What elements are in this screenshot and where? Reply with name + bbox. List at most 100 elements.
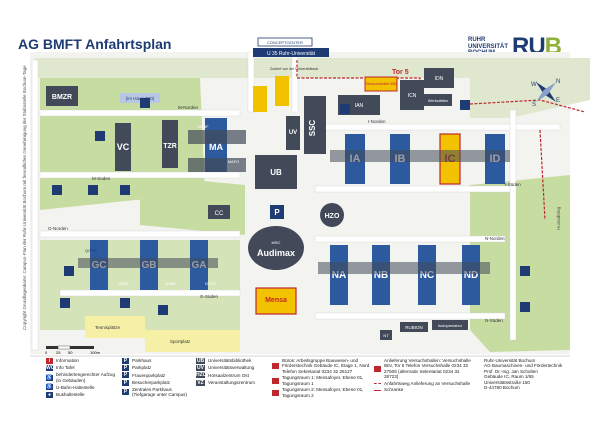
msc-label: MSC [272, 240, 281, 245]
parking-garage-north-2[interactable] [275, 76, 289, 106]
right-street-label: Hustadtring [556, 206, 561, 230]
building-uv[interactable] [286, 116, 300, 150]
building-nc[interactable] [418, 245, 436, 305]
parking-markers[interactable] [52, 98, 530, 315]
building-isotopenlabor-label: Isotopenlabor [438, 323, 463, 328]
building-n-connector [318, 262, 490, 274]
green-area-center [140, 175, 245, 235]
building-icn-label: ICN [408, 93, 417, 99]
building-vc[interactable] [115, 123, 131, 171]
legend-address: Ruhr-Universität Bochum AG Baumaschinen-… [484, 358, 563, 391]
meeting-room-2-icon [272, 389, 279, 396]
logo-line: UNIVERSITÄT [468, 43, 509, 50]
building-ub-label: UB [270, 168, 282, 177]
building-audimax-label: Audimax [257, 248, 295, 258]
parking-icon: P [274, 208, 280, 217]
parking-garage-north[interactable] [253, 86, 267, 112]
info-board-icon: WC [46, 365, 55, 372]
building-nt-label: NT [383, 333, 389, 338]
building-na[interactable] [330, 245, 348, 305]
compass-rose: N S W E [531, 79, 560, 108]
page-title: AG BMFT Anfahrtsplan [18, 36, 172, 52]
street-m-sueden: M-Süden [92, 176, 111, 181]
building-ma-wing-south [188, 158, 246, 172]
svg-text:0: 0 [45, 350, 48, 355]
street-i-sueden: I-Süden [505, 182, 521, 187]
versuchshalle-label: Versuchshalle IBN [365, 82, 396, 86]
building-audimax[interactable] [248, 226, 304, 270]
building-versuchshalle[interactable] [364, 76, 398, 92]
central-parking-icon: P [122, 389, 129, 396]
mabf-label: MABF [198, 125, 209, 129]
street-i-norden: I-Norden [368, 119, 386, 124]
tennis-label: Tennisplätze [95, 325, 121, 330]
building-ub[interactable] [255, 155, 297, 189]
women-parking-icon: P [122, 372, 129, 379]
meeting-room-1-icon [272, 377, 279, 384]
building-tzr[interactable] [162, 120, 178, 168]
legend-item: Schranke [374, 387, 474, 392]
qcfw-label: QCFW [85, 248, 97, 253]
building-ma-wing [188, 130, 246, 144]
ubahn-icon: ♿ [46, 384, 53, 391]
ubahn-top-brand [257, 37, 313, 47]
tor5-label: Tor 5 [392, 69, 409, 76]
building-isotopenlabor[interactable] [432, 320, 468, 330]
street-labels: M-Norden M-Süden I-Norden I-Süden G-Nord… [48, 67, 521, 344]
building-mensa-label: Mensa [265, 297, 287, 304]
building-g-connector [78, 258, 218, 268]
delivery-route-east [539, 129, 546, 221]
building-ssc[interactable] [304, 96, 326, 154]
building-idn[interactable] [424, 68, 454, 88]
svg-text:50: 50 [68, 350, 73, 355]
delivery-route-icon [374, 383, 381, 385]
building-nd[interactable] [462, 245, 480, 305]
building-nc-label: NC [420, 270, 434, 281]
legend-item: Tagungsraum 2: Mensafoyer, Ebene 01, Tag… [272, 387, 370, 398]
gabf-label: GABF [165, 281, 176, 286]
legend-col-4: Büros: Arbeitsgruppe Bauwesen- und Förde… [272, 358, 370, 399]
building-cc[interactable] [208, 205, 230, 219]
building-icn[interactable] [400, 80, 424, 110]
building-bmzr-label: BMZR [52, 94, 72, 101]
legend-col-5: Anlieferung Versuchshallen: Versuchshall… [374, 358, 474, 394]
legend-item: ♿U-Bahn-Haltestelle [46, 384, 95, 391]
visitor-parking-icon: P [122, 379, 129, 386]
info-icon: i [46, 358, 53, 364]
parking-icon: P [122, 365, 129, 372]
compass-w: W [531, 82, 537, 88]
legend-item: ♿behindertengerechter Aufzug (in Gebäude… [46, 372, 115, 383]
sport-label: Sportplatz [170, 339, 191, 344]
delivery-hall-icon [374, 365, 381, 372]
building-rubion[interactable] [400, 322, 428, 332]
building-bmzr[interactable] [46, 86, 78, 106]
barrier-icon [374, 389, 381, 391]
left-credits: Copyright Grundlagenkarte: Campus-Plan d… [22, 65, 27, 330]
compass-n: N [556, 79, 560, 85]
building-nb[interactable] [372, 245, 390, 305]
building-werkstaetten [424, 94, 452, 106]
parking-ub[interactable] [270, 205, 284, 219]
ubahn-station[interactable] [253, 48, 329, 57]
svg-text:100m: 100m [90, 350, 101, 355]
wheelchair-elevator-icon: ♿ [46, 374, 53, 381]
street-g-sueden: G-Süden [200, 294, 219, 299]
building-hzo-label: HZO [325, 213, 340, 220]
legend-item: Büros: Arbeitsgruppe Bauwesen- und Förde… [272, 358, 370, 374]
building-ma-label: MA [209, 142, 223, 152]
building-hzo[interactable] [320, 203, 344, 227]
legend-item: Tagungsraum 1: Mensafoyer, Ebene 01, Tag… [272, 375, 370, 386]
street-n-sueden: N-Süden [485, 318, 503, 323]
gbcf-label: GBCF [118, 281, 130, 286]
building-ssc-label: SSC [308, 120, 317, 137]
building-mensa[interactable] [255, 287, 297, 315]
